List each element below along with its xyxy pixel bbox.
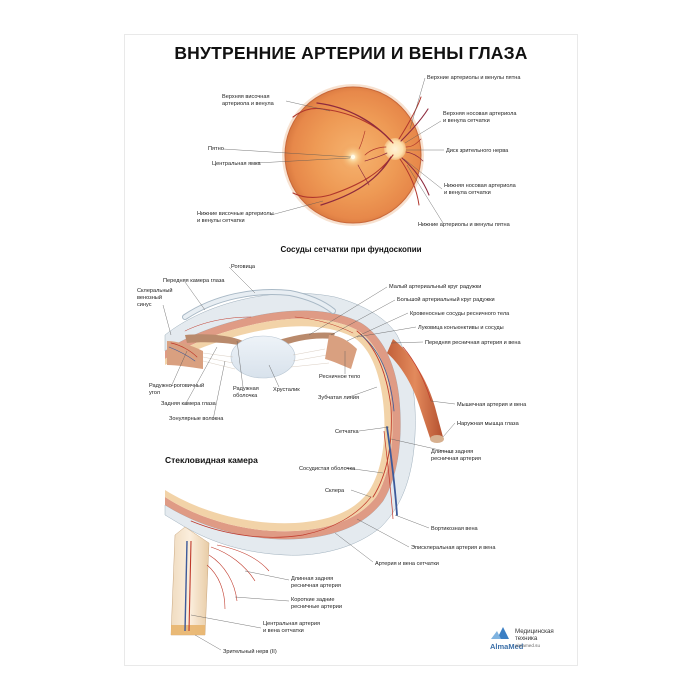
label-long-post-ciliary-2: ресничная артерия [431, 456, 481, 462]
fovea-dot [350, 154, 356, 160]
label-iridocorneal-2: угол [149, 390, 160, 396]
label-sup-nasal-2: и венула сетчатки [443, 118, 490, 124]
label-long-post-ciliary-1: Длинная задняя [431, 449, 473, 455]
label-ciliary-body: Ресничное тело [319, 374, 360, 380]
label-ant-ciliary: Передняя ресничная артерия и вена [425, 340, 521, 346]
eye-cross-section: Роговица Передняя камера глаза Склеральн… [137, 264, 527, 655]
label-ciliary-vessels: Кровеносные сосуды ресничного тела [410, 311, 510, 317]
label-scleral-sinus-2: венозный [137, 294, 162, 301]
label-zonular-fibers: Зонулярные волокна [169, 416, 224, 422]
label-inf-nasal-2: и венула сетчатки [444, 190, 491, 196]
label-vortex-vein: Вортикозная вена [431, 526, 479, 532]
brand-tagline-1: Медицинская [515, 628, 554, 635]
brand-name: AlmaMed [490, 642, 524, 651]
label-iris-1: Радужная [233, 386, 259, 392]
label-inf-temporal-2: и венулы сетчатки [197, 218, 245, 224]
vitreous-caption: Стекловидная камера [165, 455, 258, 465]
page-title: ВНУТРЕННИЕ АРТЕРИИ И ВЕНЫ ГЛАЗА [174, 43, 528, 63]
label-conjunctiva: Луковица конъюнктивы и сосуды [418, 325, 504, 331]
label-lens: Хрусталик [273, 387, 300, 393]
poster: ВНУТРЕННИЕ АРТЕРИИ И ВЕНЫ ГЛАЗА [125, 35, 577, 665]
brand-url: almamed.su [515, 643, 540, 648]
label-cornea: Роговица [231, 264, 256, 270]
label-sup-temporal-1: Верхняя височная [222, 94, 269, 100]
label-long-post-ciliary2-1: Длинная задняя [291, 576, 333, 582]
label-retina: Сетчатка [335, 429, 360, 435]
label-sup-temporal-2: артериола и венула [222, 101, 275, 107]
anatomy-illustration: Верхняя височная артериола и венула Пятн… [137, 75, 554, 655]
label-episcleral: Эписклеральная артерия и вена [411, 545, 496, 551]
label-central-retinal-1: Центральная артерия [263, 621, 320, 627]
brand-tagline-2: техника [515, 635, 538, 642]
label-muscle-vessels: Мышечная артерия и вена [457, 402, 527, 408]
label-sclera: Склера [325, 488, 345, 494]
label-optic-disc: Диск зрительного нерва [446, 148, 509, 154]
label-major-circle: Большой артериальный круг радужки [397, 296, 495, 303]
label-optic-nerve: Зрительный нерв (II) [223, 648, 277, 655]
almamed-logo-icon [491, 627, 509, 639]
label-short-post-ciliary-1: Короткие задние [291, 597, 335, 603]
label-macula: Пятно [208, 146, 224, 152]
label-iris-2: оболочка [233, 393, 258, 399]
label-iridocorneal-1: Радужно-роговичный [149, 382, 204, 389]
label-scleral-sinus-3: синус [137, 302, 152, 308]
label-short-post-ciliary-2: ресничные артерии [291, 604, 342, 610]
label-central-retinal-2: и вена сетчатки [263, 628, 304, 634]
fundus-figure: Верхняя височная артериола и венула Пятн… [197, 75, 521, 254]
label-sup-nasal-1: Верхняя носовая артериола [443, 111, 517, 117]
label-choroid: Сосудистая оболочка [299, 466, 356, 472]
label-inf-arterioles: Нижние артериолы и венулы пятна [418, 222, 511, 228]
label-long-post-ciliary2-2: ресничная артерия [291, 583, 341, 589]
label-retinal-vessels: Артерия и вена сетчатки [375, 561, 439, 567]
label-posterior-chamber: Задняя камера глаза [161, 401, 217, 407]
fundus-caption: Сосуды сетчатки при фундоскопии [280, 245, 421, 254]
label-minor-circle: Малый артериальный круг радужки [389, 283, 481, 290]
brand-block: AlmaMed Медицинская техника almamed.su [490, 627, 554, 651]
optic-disc [384, 138, 406, 160]
label-sup-arterioles: Верхние артериолы и венулы пятна [427, 75, 521, 81]
label-anterior-chamber: Передняя камера глаза [163, 278, 225, 284]
label-lateral-rectus: Наружная мышца глаза [457, 421, 520, 427]
label-scleral-sinus-1: Склеральный [137, 287, 173, 294]
label-fovea: Центральная ямка [212, 161, 262, 167]
lens-shape [230, 335, 296, 379]
label-inf-temporal-1: Нижние височные артериолы [197, 211, 274, 217]
label-inf-nasal-1: Нижняя носовая артериола [444, 183, 517, 189]
label-ora-serrata: Зубчатая линия [318, 395, 359, 401]
